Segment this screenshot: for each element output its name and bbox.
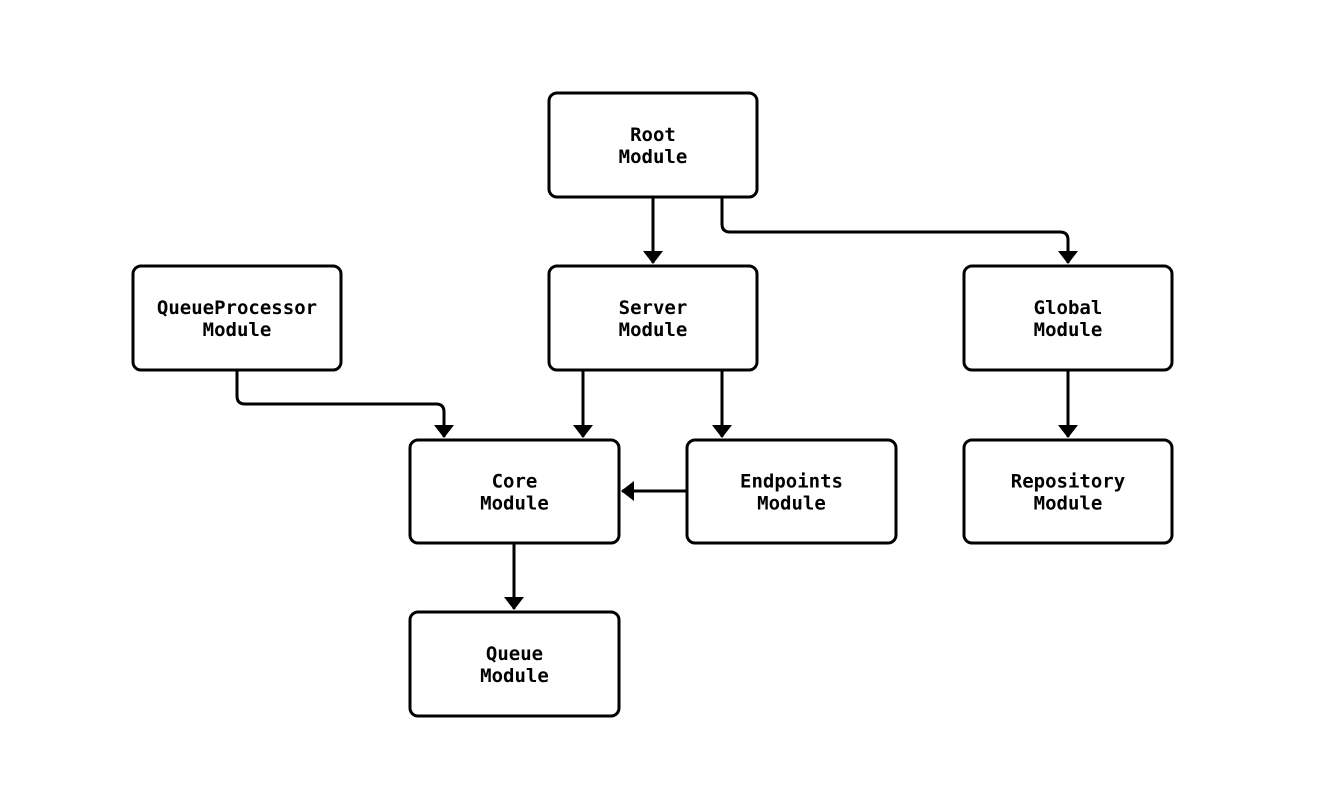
node-repository-box bbox=[962, 438, 1174, 545]
node-root-box bbox=[547, 91, 759, 199]
node-global-box bbox=[962, 264, 1174, 372]
node-queueprocessor-box bbox=[131, 264, 343, 372]
edge-root-to-global bbox=[720, 197, 1078, 264]
node-queue-box bbox=[408, 610, 621, 718]
node-endpoints-box bbox=[685, 438, 898, 545]
edge-queueprocessor-to-core bbox=[235, 370, 454, 438]
edges-layer bbox=[235, 197, 1078, 610]
node-core-box bbox=[408, 438, 621, 545]
node-server-box bbox=[547, 264, 759, 372]
